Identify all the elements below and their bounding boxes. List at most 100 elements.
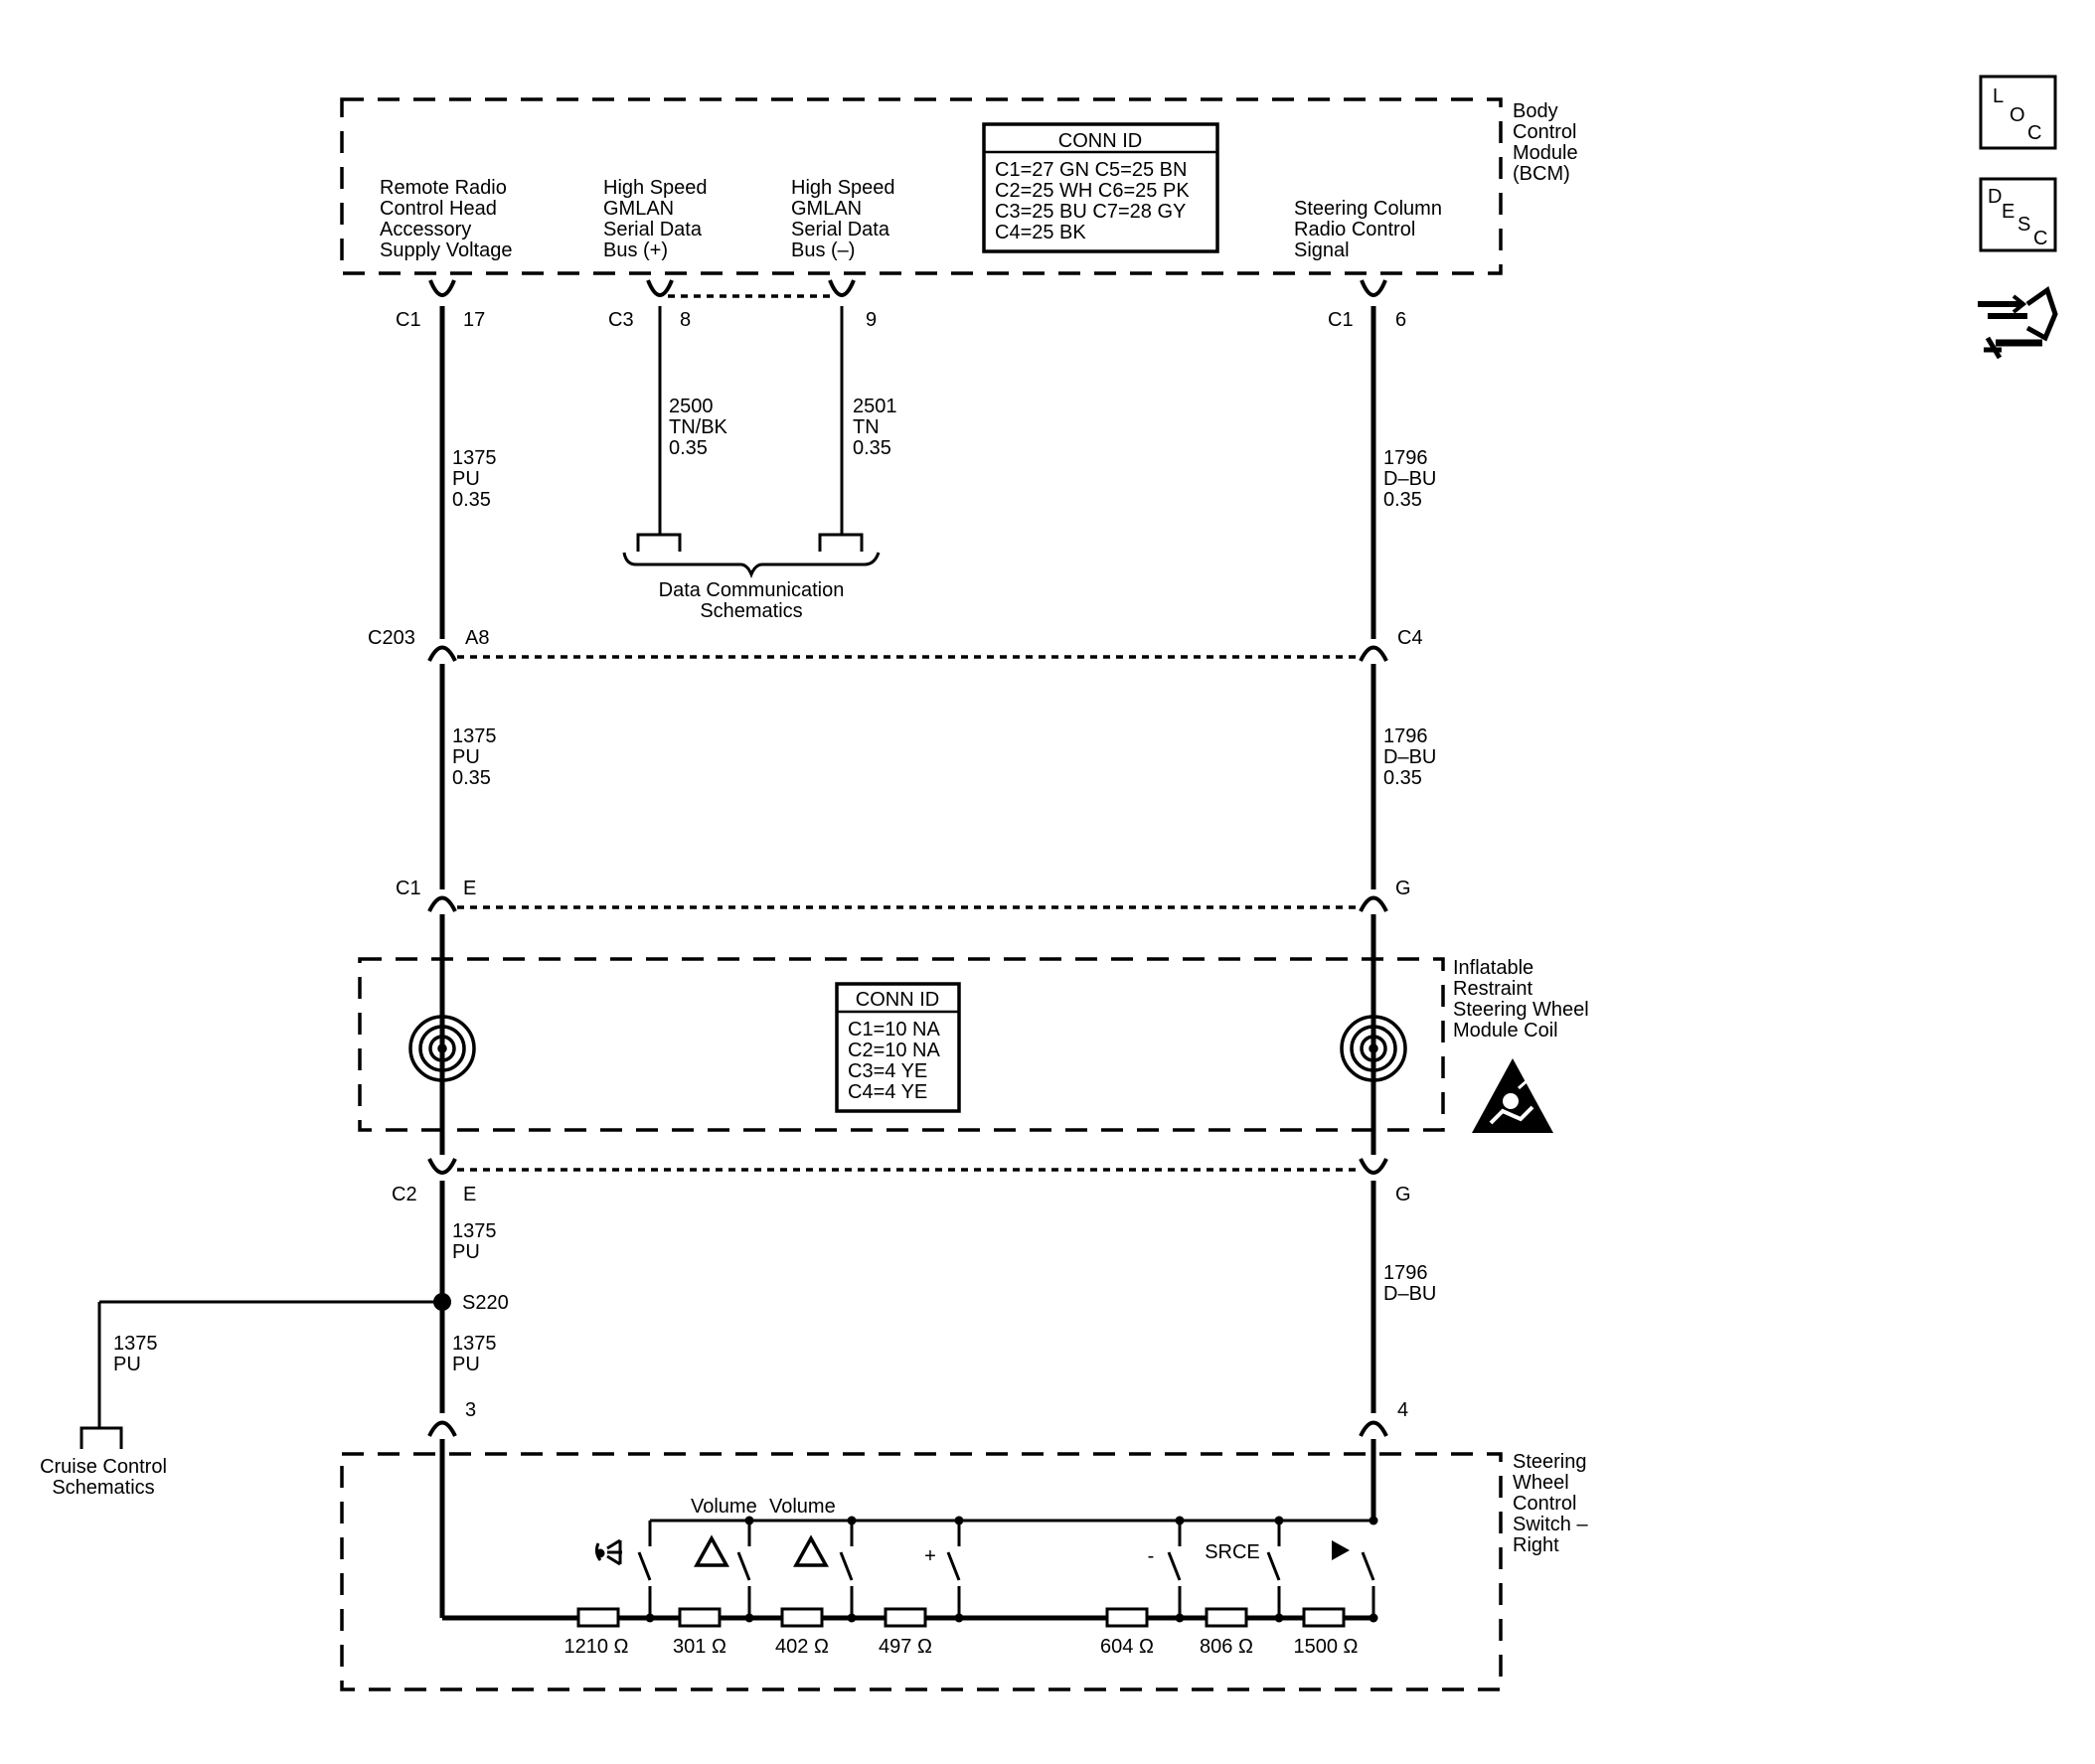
resistor-value: 301 Ω	[673, 1636, 726, 1658]
desc-letter-c: C	[2033, 228, 2047, 249]
signal-label: Radio Control	[1294, 219, 1415, 241]
resistor-value: 1500 Ω	[1294, 1636, 1359, 1658]
signal-label: Bus (–)	[791, 240, 855, 261]
wire-label: 0.35	[1383, 767, 1422, 789]
switch-label-plus: +	[924, 1545, 936, 1567]
resistor-value: 604 Ω	[1100, 1636, 1154, 1658]
loc-letter-o: O	[2010, 104, 2025, 126]
resistor-value: 1210 Ω	[564, 1636, 629, 1658]
conn-id-row: C4=25 BK	[995, 222, 1086, 243]
wire-1375-pu	[439, 306, 1375, 1621]
wire-label: 0.35	[1383, 489, 1422, 511]
desc-icon[interactable]: D E S C	[1979, 177, 2057, 252]
switch-label-minus: -	[1148, 1545, 1155, 1567]
signal-label: GMLAN	[791, 198, 862, 220]
connector-repair-icon[interactable]	[1978, 286, 2058, 360]
desc-letter-e: E	[2002, 201, 2014, 223]
switch-name-line: Right	[1513, 1534, 1559, 1556]
steering-wheel-control-switch: Steering Wheel Control Switch – Right	[340, 1451, 1588, 1691]
switch-name-line: Wheel	[1513, 1472, 1569, 1494]
conn-id-row: C1=10 NA	[848, 1019, 940, 1041]
wire-label: 1375	[452, 725, 497, 747]
signal-label: Accessory	[380, 219, 471, 241]
resistor-value: 497 Ω	[879, 1636, 932, 1658]
conn-id-row: C2=10 NA	[848, 1040, 940, 1061]
conn-id-title: CONN ID	[1058, 130, 1142, 152]
conn-id-row: C3=25 BU C7=28 GY	[995, 201, 1186, 223]
splice-label: S220	[462, 1292, 509, 1314]
wire-label: D–BU	[1383, 468, 1436, 490]
desc-letter-d: D	[1988, 186, 2002, 208]
bcm-name-line: Module	[1513, 142, 1578, 164]
signal-label: High Speed	[791, 177, 895, 199]
pin-label: 3	[465, 1399, 476, 1421]
steering-wheel-coil-module: Inflatable Restraint Steering Wheel Modu…	[358, 957, 1589, 1133]
connector-label: C3	[608, 309, 634, 331]
bcm-name-line: Control	[1513, 121, 1576, 143]
wire-label: 1375	[452, 447, 497, 469]
pin-label: G	[1395, 1184, 1411, 1205]
conn-id-row: C2=25 WH C6=25 PK	[995, 180, 1190, 202]
wire-label: 1375	[452, 1333, 497, 1355]
pin-label: 6	[1395, 309, 1406, 331]
cruise-control-label: Schematics	[52, 1477, 154, 1499]
loc-icon[interactable]: L O C	[1979, 75, 2057, 150]
wire-label: TN/BK	[669, 416, 728, 438]
signal-steering-column: Steering Column Radio Control Signal	[1294, 198, 1442, 261]
pin-label: G	[1395, 878, 1411, 899]
wire-label: PU	[452, 468, 480, 490]
connector-label: C1	[396, 309, 421, 331]
bcm-name: Body Control Module (BCM)	[1513, 100, 1578, 185]
bcm-conn-id-table: CONN ID C1=27 GN C5=25 BN C2=25 WH C6=25…	[982, 122, 1219, 253]
pin-label: C4	[1397, 627, 1423, 649]
wire-label: PU	[113, 1354, 141, 1375]
loc-letter-l: L	[1993, 85, 2004, 107]
coil-spiral-icon	[408, 1015, 476, 1082]
connector-symbols	[427, 279, 1388, 1437]
pin-label: E	[463, 1184, 476, 1205]
wire-labels: 2500 TN/BK 0.35 2501 TN 0.35 1375 PU 0.3…	[113, 396, 1436, 1375]
signal-gmlan-plus: High Speed GMLAN Serial Data Bus (+)	[603, 177, 708, 261]
wire-label: 1796	[1383, 447, 1428, 469]
data-comm-label: Schematics	[700, 600, 802, 622]
coil-spiral-icon	[1340, 1015, 1407, 1082]
airbag-warning-icon	[1472, 1058, 1553, 1133]
wire-1375-cruise-branch	[80, 1300, 442, 1449]
conn-id-row: C3=4 YE	[848, 1060, 927, 1082]
switch-name-line: Steering	[1513, 1451, 1587, 1473]
signal-label: Bus (+)	[603, 240, 668, 261]
switch-name-line: Control	[1513, 1493, 1576, 1515]
wire-label: 0.35	[452, 489, 491, 511]
next-track-icon	[1332, 1540, 1350, 1560]
coil-conn-id-table: CONN ID C1=10 NA C2=10 NA C3=4 YE C4=4 Y…	[835, 982, 961, 1113]
connector-label: C1	[396, 878, 421, 899]
signal-label: Signal	[1294, 240, 1350, 261]
voice-recognition-icon	[594, 1538, 622, 1566]
signal-label: Remote Radio	[380, 177, 507, 199]
signal-label: GMLAN	[603, 198, 674, 220]
signal-label: Control Head	[380, 198, 497, 220]
wire-label: 2500	[669, 396, 714, 417]
pin-label: 8	[680, 309, 691, 331]
conn-id-row: C1=27 GN C5=25 BN	[995, 159, 1187, 181]
resistor-value: 806 Ω	[1200, 1636, 1253, 1658]
connector-label: C203	[368, 627, 415, 649]
pin-label: A8	[465, 627, 489, 649]
wire-label: PU	[452, 1241, 480, 1263]
pin-label: 9	[866, 309, 877, 331]
signal-gmlan-minus: High Speed GMLAN Serial Data Bus (–)	[791, 177, 895, 261]
cruise-control-label: Cruise Control	[40, 1456, 167, 1478]
wire-label: 2501	[853, 396, 897, 417]
switch-label-volume: Volume	[769, 1496, 836, 1518]
loc-letter-c: C	[2027, 122, 2041, 144]
switch-label-volume: Volume	[691, 1496, 757, 1518]
wire-label: PU	[452, 746, 480, 768]
connector-label: C1	[1328, 309, 1354, 331]
signal-label: Steering Column	[1294, 198, 1442, 220]
desc-letter-s: S	[2017, 214, 2030, 236]
bcm-name-line: (BCM)	[1513, 163, 1570, 185]
wire-label: 1796	[1383, 1262, 1428, 1284]
volume-down-icon	[793, 1534, 829, 1567]
resistor-ladder	[576, 1607, 1346, 1628]
